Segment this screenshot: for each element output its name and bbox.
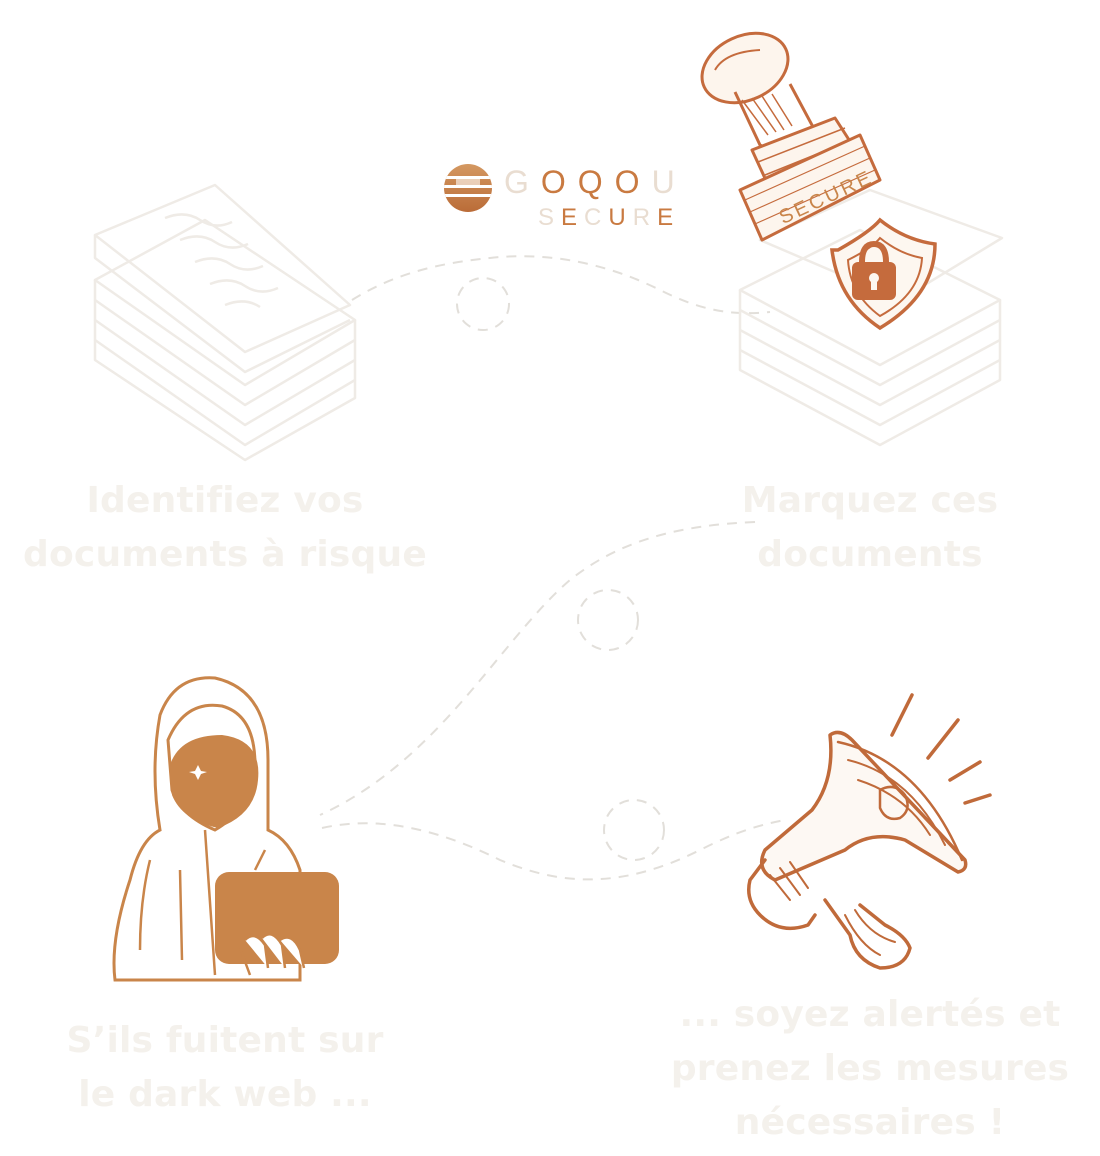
caption-line: ... soyez alertés et <box>679 994 1061 1035</box>
logo-wordmark: GOQOU <box>504 162 687 202</box>
logo-mark-icon <box>444 164 492 212</box>
goqou-secure-logo: GOQOU SECURE <box>440 162 680 242</box>
logo-letter: U <box>608 204 633 231</box>
caption-line: S’ils fuitent sur <box>66 1020 384 1061</box>
logo-letter: E <box>657 204 681 231</box>
caption-line: nécessaires ! <box>734 1102 1006 1143</box>
logo-letter: R <box>632 204 658 231</box>
caption-line: le dark web ... <box>78 1074 372 1115</box>
caption-line: Identifiez vos <box>86 480 364 521</box>
logo-letter: S <box>538 204 562 231</box>
logo-letter: E <box>561 204 585 231</box>
step-1-caption: Identifiez vos documents à risque <box>20 474 430 582</box>
step-3-caption: S’ils fuitent sur le dark web ... <box>60 1014 390 1122</box>
step-4-caption: ... soyez alertés et prenez les mesures … <box>665 988 1075 1150</box>
logo-letter: O <box>540 164 578 200</box>
step-2-caption: Marquez ces documents <box>720 474 1020 582</box>
logo-letter: G <box>504 164 541 200</box>
logo-letter: C <box>584 204 609 231</box>
logo-letter: Q <box>577 164 615 200</box>
logo-letter: U <box>651 164 687 200</box>
stamp-icon: SECURE <box>700 31 882 242</box>
shield-lock-icon <box>830 217 937 331</box>
logo-letter: O <box>614 164 652 200</box>
dashed-connector-path <box>319 255 786 881</box>
caption-line: documents <box>757 534 983 575</box>
caption-line: documents à risque <box>23 534 427 575</box>
laptop-icon <box>215 872 339 976</box>
logo-subword: SECURE <box>538 204 680 232</box>
caption-line: Marquez ces <box>741 480 999 521</box>
megaphone-icon <box>747 693 992 970</box>
caption-line: prenez les mesures <box>670 1048 1070 1089</box>
document-stack-icon-left <box>93 183 357 462</box>
